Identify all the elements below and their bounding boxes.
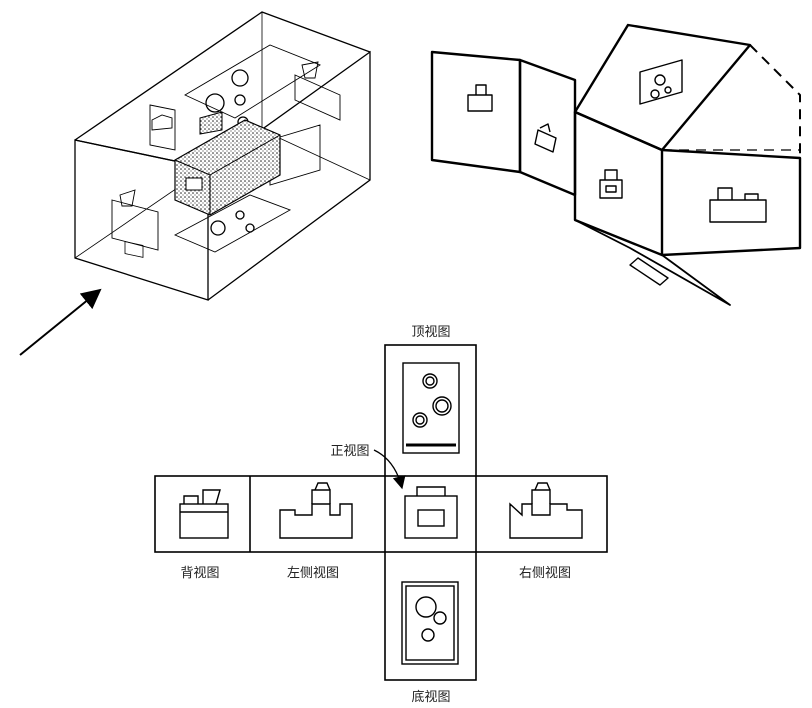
label-bottom-view: 底视图 (411, 689, 450, 705)
front-view-leader (373, 449, 406, 490)
unfolding-box-illustration (430, 23, 802, 306)
right-side-view-panel (509, 482, 583, 539)
label-left-side-view: 左侧视图 (287, 566, 339, 581)
viewing-direction-arrow (19, 288, 102, 356)
label-back-view: 背视图 (180, 566, 219, 581)
left-side-view-panel (279, 482, 353, 539)
orthographic-views (154, 344, 608, 681)
label-right-side-view: 右侧视图 (519, 566, 571, 581)
bottom-view-panel (401, 581, 459, 665)
glass-box-illustration (74, 11, 371, 301)
label-front-view: 正视图 (330, 444, 369, 459)
back-view-panel (179, 489, 229, 539)
top-view-panel (402, 362, 460, 454)
front-view-panel (404, 486, 458, 539)
label-top-view: 顶视图 (411, 325, 450, 340)
